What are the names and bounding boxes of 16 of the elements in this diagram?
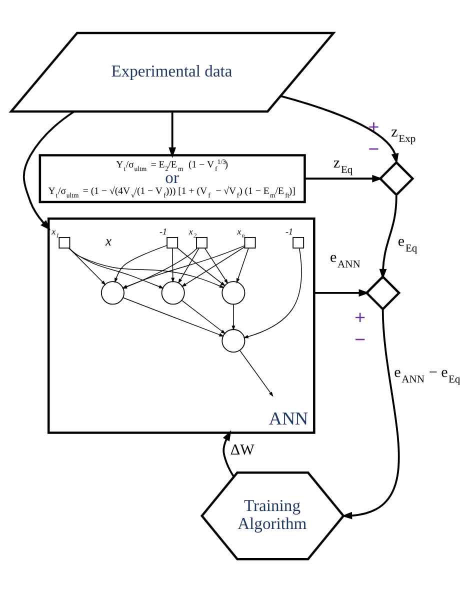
edge-label: e$_{Eq}$ [398,233,418,254]
node-label: + [354,308,366,329]
node-label: -1 [160,226,168,236]
edge-label: ΔW [230,442,254,458]
node-label: + [368,117,380,138]
node-label: − [368,138,380,160]
label: x [106,232,112,248]
edge-label: e$_{ANN}$ [330,249,360,270]
node-label: x$_{n}$ [237,226,245,240]
edge-label: z$_{Exp}$ [391,124,416,144]
node-label: -1 [286,226,294,236]
edge-label: z$_{Eq}$ [333,154,353,176]
node-label: x$_{1}$ [52,226,60,240]
node-label: x$_{2}$ [188,226,196,240]
edge-label: e$_{ANN}$ − e$_{Eq}$ [394,364,460,386]
node-label: − [354,329,366,350]
